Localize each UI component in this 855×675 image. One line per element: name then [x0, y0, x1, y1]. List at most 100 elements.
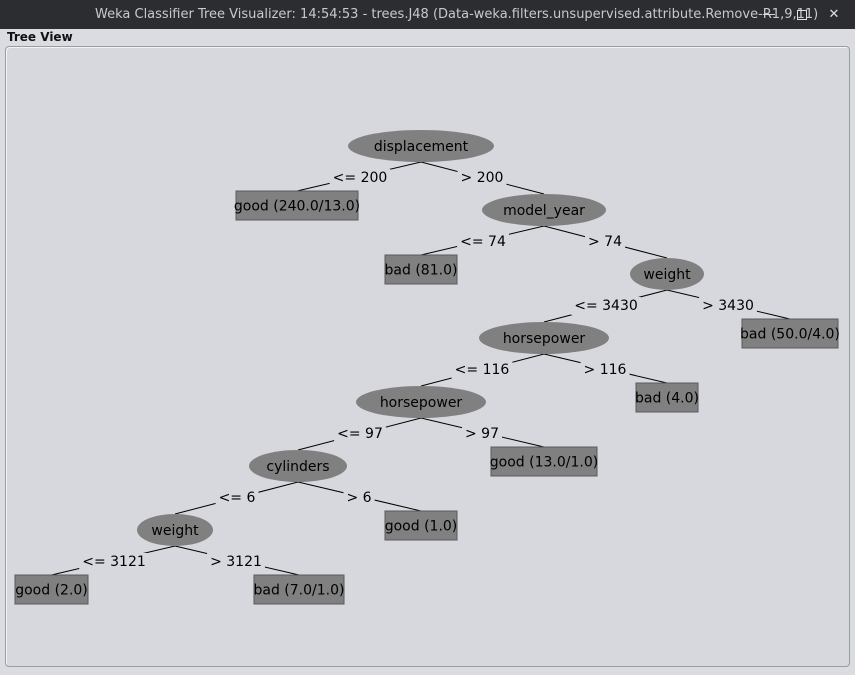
- tree-leaf-node[interactable]: bad (50.0/4.0): [740, 318, 840, 349]
- edge-label-background: [343, 489, 375, 507]
- tree-view-panel[interactable]: <= 200 > 200 <= 74 > 74 <= 3430 > 3430 <= 116 >…: [5, 46, 850, 667]
- split-node-oval: [356, 386, 486, 418]
- edge-label-background: [451, 361, 513, 379]
- minimize-button[interactable]: —: [752, 0, 786, 29]
- tree-edge: <= 74: [420, 225, 545, 256]
- split-node-label: cylinders: [266, 459, 329, 475]
- leaf-node-label: good (2.0): [15, 583, 88, 599]
- leaf-node-box: [253, 574, 345, 605]
- edge-label-background: [457, 169, 507, 187]
- edge-label-background: [571, 297, 641, 315]
- tree-leaf-node[interactable]: good (13.0/1.0): [490, 446, 598, 477]
- close-button[interactable]: ✕: [817, 0, 851, 29]
- minimize-icon: —: [762, 7, 776, 22]
- edge-label-background: [215, 489, 259, 507]
- tree-split-node[interactable]: weight: [137, 514, 213, 546]
- edge-label-background: [334, 425, 386, 443]
- edge-label-background: [207, 553, 265, 571]
- tree-edge: <= 97: [297, 417, 422, 451]
- tree-edge: > 74: [543, 225, 668, 259]
- edge-label: > 116: [584, 362, 627, 378]
- edge-label-background: [329, 169, 391, 187]
- tree-leaf-node[interactable]: bad (4.0): [635, 382, 699, 413]
- edge-label-background: [585, 233, 626, 251]
- split-node-label: weight: [151, 523, 199, 539]
- edge-label-background: [699, 297, 757, 315]
- tree-view-label: Tree View: [7, 30, 73, 44]
- tree-edge: > 116: [543, 353, 668, 384]
- close-icon: ✕: [828, 7, 840, 22]
- leaf-node-label: bad (81.0): [385, 263, 458, 279]
- tree-split-node[interactable]: horsepower: [479, 322, 609, 354]
- tree-split-node[interactable]: horsepower: [356, 386, 486, 418]
- edge-label: <= 116: [455, 362, 510, 378]
- edge-label: <= 97: [337, 426, 383, 442]
- edge-label: <= 200: [333, 170, 388, 186]
- edge-label: <= 3430: [574, 298, 638, 314]
- split-node-oval: [137, 514, 213, 546]
- split-node-oval: [630, 258, 704, 290]
- tree-leaf-node[interactable]: good (2.0): [14, 574, 89, 605]
- tree-nodes: displacement good (240.0/13.0) model_yearb…: [14, 130, 840, 605]
- tree-leaf-node[interactable]: good (240.0/13.0): [234, 190, 360, 221]
- split-node-oval: [249, 450, 347, 482]
- leaf-node-label: bad (7.0/1.0): [254, 583, 345, 599]
- leaf-node-label: good (1.0): [385, 519, 458, 535]
- tree-split-node[interactable]: displacement: [348, 130, 494, 162]
- tree-edge: > 97: [420, 417, 545, 448]
- tree-edge: <= 200: [296, 161, 422, 192]
- leaf-node-box: [384, 510, 458, 541]
- tree-leaf-node[interactable]: good (1.0): [384, 510, 458, 541]
- tree-split-node[interactable]: cylinders: [249, 450, 347, 482]
- edge-label: <= 3121: [82, 554, 146, 570]
- split-node-label: weight: [643, 267, 691, 283]
- edge-label: <= 6: [219, 490, 256, 506]
- leaf-node-box: [490, 446, 598, 477]
- edge-label-background: [580, 361, 630, 379]
- leaf-node-box: [14, 574, 89, 605]
- edge-label: > 97: [465, 426, 499, 442]
- leaf-node-box: [235, 190, 359, 221]
- leaf-node-box: [635, 382, 699, 413]
- tree-leaf-node[interactable]: bad (81.0): [384, 254, 458, 285]
- maximize-icon: [797, 9, 807, 20]
- title-bar[interactable]: Weka Classifier Tree Visualizer: 14:54:5…: [0, 0, 855, 29]
- tree-edge: <= 116: [420, 353, 545, 387]
- tree-split-node[interactable]: model_year: [482, 194, 606, 226]
- split-node-oval: [348, 130, 494, 162]
- tree-canvas[interactable]: <= 200 > 200 <= 74 > 74 <= 3430 > 3430 <= 116 >…: [6, 47, 849, 666]
- tree-edges: <= 200 > 200 <= 74 > 74 <= 3430 > 3430 <= 116 >…: [51, 161, 791, 576]
- tree-edge: > 200: [420, 161, 545, 195]
- tree-edge: > 3430: [666, 289, 791, 320]
- edge-label-background: [457, 233, 509, 251]
- tree-edge: > 3121: [174, 545, 300, 576]
- maximize-button[interactable]: [785, 0, 819, 29]
- leaf-node-label: good (13.0/1.0): [490, 455, 598, 471]
- edge-label: > 6: [346, 490, 371, 506]
- split-node-oval: [479, 322, 609, 354]
- leaf-node-label: good (240.0/13.0): [234, 199, 360, 215]
- edge-label-background: [79, 553, 149, 571]
- leaf-node-label: bad (50.0/4.0): [740, 327, 840, 343]
- edge-label: > 74: [588, 234, 622, 250]
- edge-label: > 3121: [210, 554, 262, 570]
- split-node-label: horsepower: [503, 331, 586, 347]
- tree-split-node[interactable]: weight: [630, 258, 704, 290]
- tree-edge: > 6: [297, 481, 422, 512]
- leaf-node-box: [741, 318, 839, 349]
- tree-edge: <= 3121: [51, 545, 176, 576]
- tree-edge: <= 3430: [543, 289, 668, 323]
- edge-label: <= 74: [460, 234, 506, 250]
- tree-edge: <= 6: [174, 481, 299, 515]
- split-node-oval: [482, 194, 606, 226]
- split-node-label: displacement: [374, 139, 469, 155]
- tree-leaf-node[interactable]: bad (7.0/1.0): [253, 574, 345, 605]
- edge-label: > 3430: [702, 298, 754, 314]
- split-node-label: model_year: [503, 203, 585, 219]
- edge-label: > 200: [461, 170, 504, 186]
- split-node-label: horsepower: [380, 395, 463, 411]
- leaf-node-box: [384, 254, 458, 285]
- leaf-node-label: bad (4.0): [635, 391, 699, 407]
- window-title: Weka Classifier Tree Visualizer: 14:54:5…: [95, 7, 819, 22]
